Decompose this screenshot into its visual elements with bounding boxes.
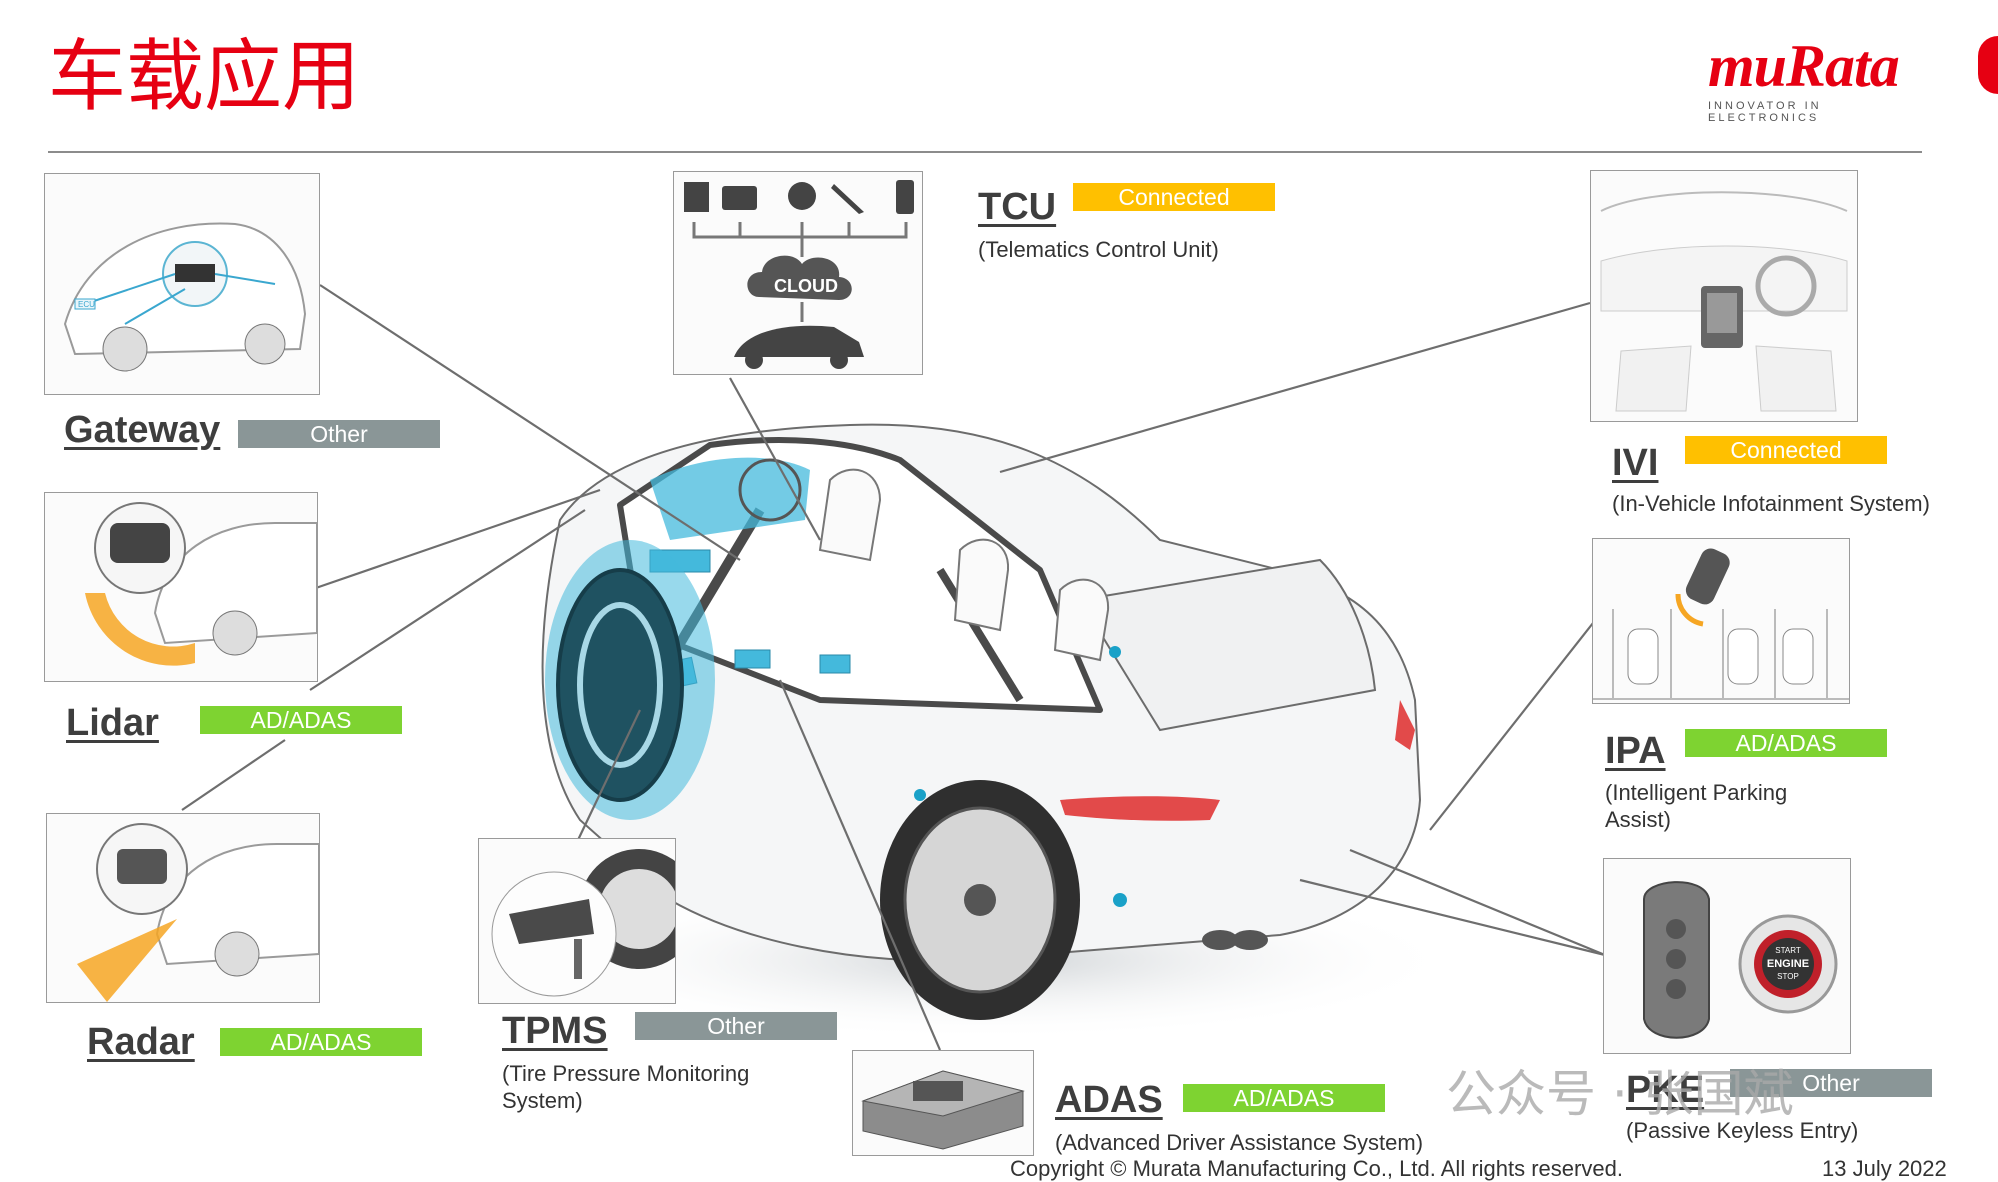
- ivi-description: (In-Vehicle Infotainment System): [1612, 491, 1930, 516]
- adas-category-badge: AD/ADAS: [1183, 1084, 1385, 1112]
- footer-date: 13 July 2022: [1822, 1156, 1947, 1181]
- logo-tagline: INNOVATOR IN ELECTRONICS: [1708, 100, 1822, 124]
- tpms-sensor-icon: [491, 849, 675, 997]
- corner-mark: [1978, 36, 1998, 94]
- engine-button-line-3: STOP: [1777, 972, 1799, 981]
- tpms-label: TPMS: [502, 1010, 608, 1052]
- ivi-category-badge: Connected: [1685, 436, 1887, 464]
- ipa-parking-icon: [1593, 548, 1849, 700]
- ipa-category-badge: AD/ADAS: [1685, 729, 1887, 757]
- tcu-service-icons: [684, 180, 914, 214]
- cloud-label: CLOUD: [774, 276, 838, 296]
- ivi-label: IVI: [1612, 442, 1659, 484]
- radar-image: [46, 813, 320, 1003]
- pke-category-badge: Other: [1730, 1069, 1932, 1097]
- gateway-category-badge: Other: [238, 420, 440, 448]
- tcu-category-badge: Connected: [1073, 183, 1275, 211]
- adas-description: (Advanced Driver Assistance System): [1055, 1130, 1424, 1155]
- ivi-dashboard-icon: [1600, 191, 1848, 412]
- lidar-image: [44, 492, 318, 682]
- radar-car-icon: [77, 823, 319, 1002]
- pke-keyfob-icon: START ENGINE STOP: [1643, 881, 1838, 1039]
- engine-button-line-1: START: [1775, 946, 1801, 955]
- murata-logo: muRata INNOVATOR IN ELECTRONICS: [1708, 33, 1922, 124]
- car-illustration: [520, 423, 1460, 1040]
- pke-image: START ENGINE STOP: [1603, 858, 1851, 1054]
- lidar-category-badge: AD/ADAS: [200, 706, 402, 734]
- lidar-car-icon: [85, 502, 317, 666]
- adas-image: [852, 1050, 1034, 1156]
- adas-ecu-icon: [861, 1070, 1025, 1150]
- radar-label: Radar: [87, 1021, 195, 1063]
- page-title: 车载应用: [48, 32, 361, 122]
- header-divider: [48, 151, 1922, 153]
- watermark: 公众号 · 张国斌: [1446, 1065, 1794, 1123]
- tpms-description: (Tire Pressure Monitoring System): [502, 1061, 750, 1113]
- ecu-label: ECU: [78, 300, 95, 309]
- tpms-category-badge: Other: [635, 1012, 837, 1040]
- gateway-label: Gateway: [64, 409, 221, 451]
- lidar-label: Lidar: [66, 702, 159, 744]
- tcu-image: CLOUD: [673, 171, 923, 375]
- adas-label: ADAS: [1055, 1079, 1163, 1121]
- pke-description: (Passive Keyless Entry): [1626, 1118, 1859, 1143]
- radar-category-badge: AD/ADAS: [220, 1028, 422, 1056]
- ipa-image: [1592, 538, 1850, 704]
- ipa-label: IPA: [1605, 730, 1666, 772]
- ipa-description: (Intelligent Parking Assist): [1605, 780, 1788, 832]
- gateway-image: ECU: [44, 173, 320, 395]
- logo-wordmark: muRata: [1708, 33, 1900, 99]
- engine-button-line-2: ENGINE: [1767, 958, 1809, 970]
- pke-label: PKE: [1626, 1069, 1705, 1111]
- copyright-footer: Copyright © Murata Manufacturing Co., Lt…: [1010, 1156, 1623, 1181]
- gateway-car-icon: ECU: [63, 222, 307, 372]
- tcu-label: TCU: [978, 186, 1057, 228]
- tpms-image: [478, 838, 676, 1004]
- ivi-image: [1590, 170, 1858, 422]
- tcu-description: (Telematics Control Unit): [978, 237, 1219, 262]
- tcu-cloud-diagram: CLOUD: [684, 180, 914, 369]
